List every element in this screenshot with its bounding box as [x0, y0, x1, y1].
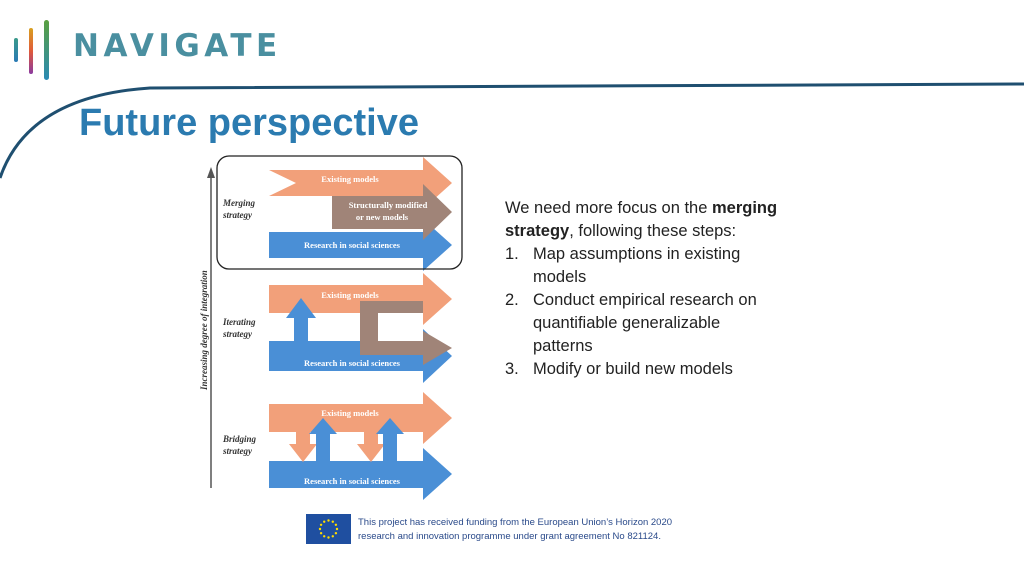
iterating-strategy-label-1: Iterating — [222, 317, 256, 327]
merging-strategy-label-1: Merging — [222, 198, 256, 208]
list-item: 1. Map assumptions in existing models — [505, 243, 780, 289]
navigate-logo-text: NAVIGATE — [73, 28, 282, 64]
step-number: 2. — [505, 291, 519, 309]
eu-flag-icon — [306, 514, 351, 544]
intro-suffix: , following these steps: — [569, 222, 737, 240]
bridging-strategy-label-2: strategy — [222, 446, 253, 456]
modified-models-arrow — [332, 184, 452, 240]
existing-models-label: Existing models — [321, 290, 379, 300]
step-text: Conduct empirical research on quantifiab… — [533, 291, 757, 355]
existing-models-label: Existing models — [321, 174, 379, 184]
down-arrow — [289, 432, 317, 462]
intro-paragraph: We need more focus on the merging strate… — [505, 197, 780, 243]
header-swoosh — [0, 82, 1024, 179]
up-arrow — [286, 298, 316, 341]
navigate-logo-icon — [14, 20, 49, 80]
existing-models-label: Existing models — [321, 408, 379, 418]
slide-title: Future perspective — [79, 102, 419, 144]
research-label: Research in social sciences — [304, 476, 401, 486]
research-arrow — [269, 219, 452, 271]
up-arrow — [309, 418, 337, 461]
bridging-strategy-label-1: Bridging — [222, 434, 257, 444]
research-label: Research in social sciences — [304, 240, 401, 250]
funding-line-2: research and innovation programme under … — [358, 531, 661, 542]
bridging-strategy-group: Existing models Research in social scien… — [222, 392, 452, 500]
research-arrow — [269, 448, 452, 500]
step-number: 1. — [505, 245, 519, 263]
down-arrow — [357, 432, 385, 462]
merging-highlight-box — [216, 155, 463, 270]
research-label: Research in social sciences — [304, 358, 401, 368]
iterating-strategy-label-2: strategy — [222, 329, 253, 339]
list-item: 3. Modify or build new models — [505, 358, 780, 381]
modified-models-label-1: Structurally modified — [349, 200, 428, 210]
iterating-strategy-group: Existing models Research in social scien… — [222, 273, 452, 383]
integration-strategies-diagram: Increasing degree of integration Existin… — [199, 155, 463, 500]
turn-arrow — [360, 301, 452, 365]
intro-bold-term: merging strategy — [505, 199, 778, 240]
step-text: Modify or build new models — [533, 360, 733, 378]
merging-strategy-description: We need more focus on the merging strate… — [505, 197, 780, 381]
steps-list: 1. Map assumptions in existing models 2. C… — [505, 243, 780, 381]
axis-arrowhead-icon — [207, 167, 215, 178]
modified-models-label-2: or new models — [356, 212, 409, 222]
step-text: Map assumptions in existing models — [533, 245, 741, 286]
merging-strategy-group: Existing models Structurally modified or… — [222, 157, 452, 271]
up-arrow — [376, 418, 404, 461]
step-number: 3. — [505, 360, 519, 378]
list-item: 2. Conduct empirical research on quantifi… — [505, 289, 780, 358]
intro-prefix: We need more focus on the — [505, 199, 712, 217]
funding-notice: This project has received funding from t… — [358, 516, 738, 544]
merging-strategy-label-2: strategy — [222, 210, 253, 220]
funding-line-1: This project has received funding from t… — [358, 517, 673, 528]
axis-label: Increasing degree of integration — [199, 270, 209, 391]
